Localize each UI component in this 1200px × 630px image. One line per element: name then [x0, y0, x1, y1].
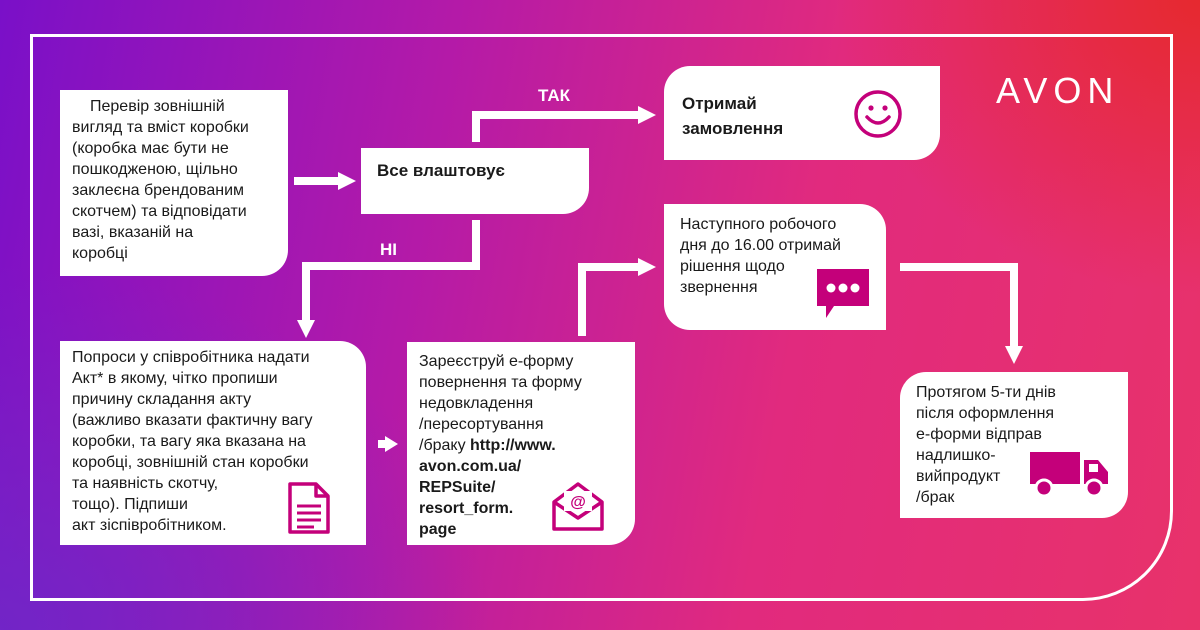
chat-bubble-icon	[817, 269, 869, 318]
register-text-block: Зареєструй е-форму повернення та форму н…	[419, 351, 631, 540]
act-step: Попроси у співробітника надати Акт* в як…	[60, 341, 366, 545]
register-step: Зареєструй е-форму повернення та форму н…	[407, 342, 635, 545]
receive-order-step: Отримай замовлення	[664, 66, 940, 160]
no-label: НІ	[380, 240, 397, 259]
all-ok-step: Все влаштовує	[361, 148, 589, 214]
act-text: Попроси у співробітника надати Акт* в як…	[72, 349, 313, 534]
email-envelope-icon: @	[552, 482, 604, 531]
decision-step: Наступного робочого дня до 16.00 отримай…	[664, 204, 886, 330]
check-box-step: Перевір зовнішній вигляд та вміст коробк…	[60, 90, 288, 276]
truck-icon	[1030, 452, 1108, 498]
yes-label: ТАК	[538, 86, 570, 105]
send-step: Протягом 5-ти днів після оформлення е-фо…	[900, 372, 1128, 518]
page-frame	[30, 34, 1173, 601]
register-link[interactable]: http://www. avon.com.ua/ REPSuite/ resor…	[419, 437, 556, 538]
avon-logo: AVON	[996, 70, 1120, 111]
receive-order-text: Отримай замовлення	[682, 94, 784, 138]
arrow-heads	[297, 106, 1023, 452]
document-icon	[288, 482, 330, 534]
smile-icon	[854, 90, 902, 138]
send-text: Протягом 5-ти днів після оформлення е-фо…	[916, 384, 1056, 506]
svg-text:@: @	[570, 494, 586, 511]
decision-text: Наступного робочого дня до 16.00 отримай…	[680, 216, 841, 296]
register-text: Зареєструй е-форму повернення та форму н…	[419, 353, 582, 454]
